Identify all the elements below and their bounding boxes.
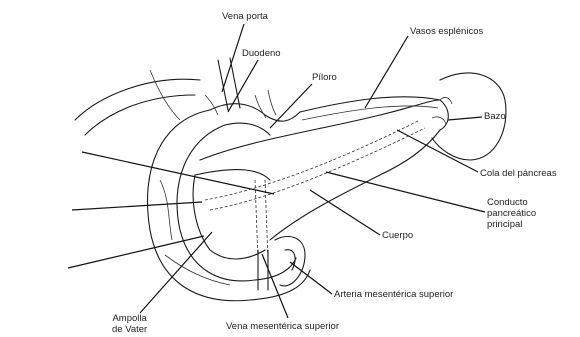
leader-cola-del-pancreas bbox=[397, 130, 478, 172]
leader-cuerpo bbox=[310, 190, 380, 235]
label-duodeno: Duodeno bbox=[242, 48, 281, 59]
leader-left-mid bbox=[72, 202, 202, 210]
label-conducto-line-3: principal bbox=[487, 219, 536, 230]
portal-vein-vessels bbox=[205, 58, 276, 118]
label-ampolla-line-1: Ampolla bbox=[112, 313, 147, 324]
label-vena-mesenterica-superior: Vena mesentérica superior bbox=[226, 321, 339, 332]
label-conducto-pancreatico-principal: Conducto pancreático principal bbox=[487, 197, 536, 230]
leader-conducto-pancreatico bbox=[326, 172, 485, 212]
label-cola-del-pancreas: Cola del páncreas bbox=[480, 168, 557, 179]
stomach-outline bbox=[75, 70, 200, 135]
leader-piloro bbox=[270, 84, 312, 128]
label-ampolla-de-vater: Ampolla de Vater bbox=[112, 313, 147, 335]
label-vena-porta: Vena porta bbox=[222, 11, 268, 22]
label-piloro: Píloro bbox=[312, 72, 337, 83]
leader-vena-porta bbox=[222, 24, 244, 92]
duodenum-loop bbox=[148, 110, 311, 301]
leader-arteria-mesenterica bbox=[290, 262, 332, 294]
label-conducto-line-2: pancreático bbox=[487, 208, 536, 219]
label-cuerpo: Cuerpo bbox=[382, 230, 413, 241]
label-vasos-esplenicos: Vasos esplénicos bbox=[410, 26, 483, 37]
label-conducto-line-1: Conducto bbox=[487, 197, 536, 208]
leader-ampolla-de-vater bbox=[140, 232, 212, 313]
main-pancreatic-duct bbox=[205, 120, 425, 210]
label-arteria-mesenterica-superior: Arteria mesentérica superior bbox=[334, 289, 453, 300]
label-ampolla-line-2: de Vater bbox=[112, 324, 147, 335]
label-bazo: Bazo bbox=[484, 111, 506, 122]
leader-lines bbox=[68, 24, 485, 318]
leader-bazo bbox=[448, 117, 482, 120]
pylorus bbox=[210, 104, 300, 135]
